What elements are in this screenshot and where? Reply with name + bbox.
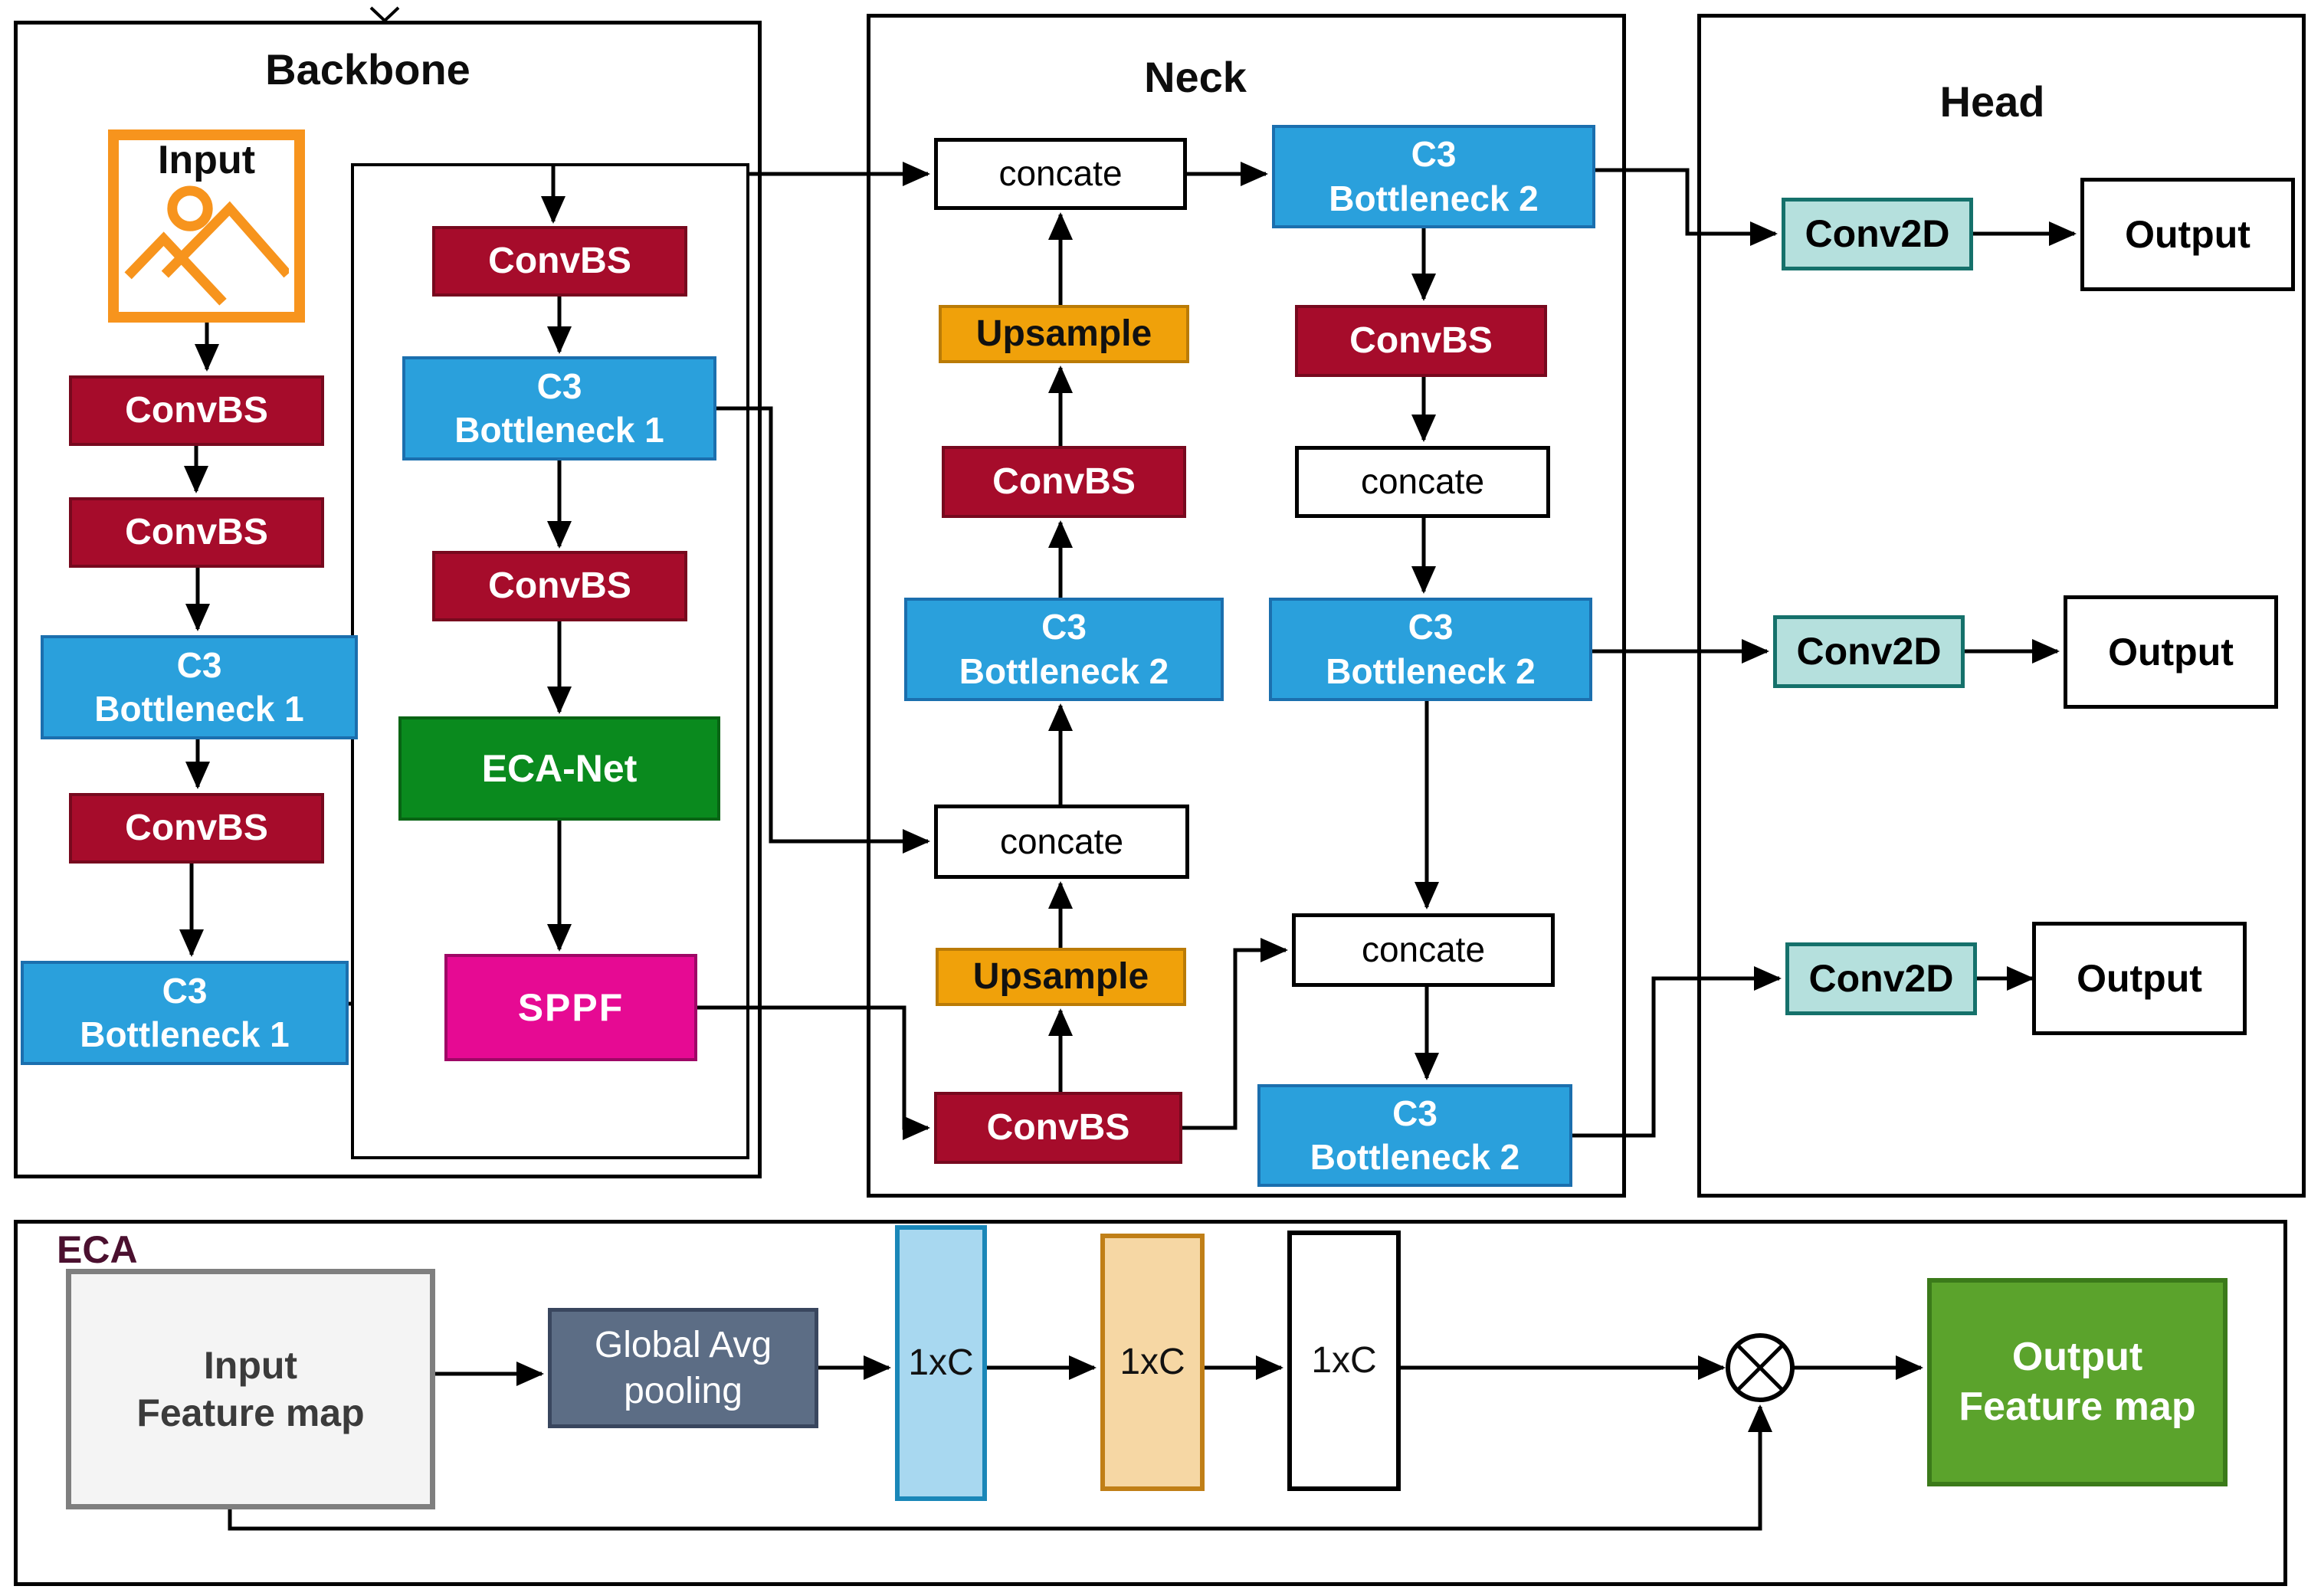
neck-convbs-left: ConvBS xyxy=(942,446,1186,518)
eca-input-feature-map: Input Feature map xyxy=(66,1269,435,1509)
neck-concat-mid: concate xyxy=(934,805,1189,879)
head-output-1: Output xyxy=(2080,178,2295,291)
eca-vector-3: 1xC xyxy=(1287,1231,1401,1491)
neck-concat-right: concate xyxy=(1295,446,1550,518)
head-panel xyxy=(1697,14,2306,1198)
eca-output-feature-map: Output Feature map xyxy=(1927,1278,2228,1486)
backbone-c3-bottleneck1-b: C3 Bottleneck 1 xyxy=(21,961,349,1065)
neck-title: Neck xyxy=(1144,53,1247,101)
neck-c3-right-top: C3 Bottleneck 2 xyxy=(1272,125,1595,228)
head-conv2d-1: Conv2D xyxy=(1782,198,1973,270)
neck-upsample-bottom: Upsample xyxy=(936,948,1186,1006)
backbone-sppf: SPPF xyxy=(444,954,697,1061)
backbone-convbs-1: ConvBS xyxy=(69,375,324,446)
eca-vector-2: 1xC xyxy=(1100,1234,1205,1491)
neck-convbs-bottom: ConvBS xyxy=(934,1092,1182,1164)
neck-convbs-right: ConvBS xyxy=(1295,305,1547,377)
eca-vector-1: 1xC xyxy=(895,1225,987,1501)
input-image-box: Input xyxy=(108,129,305,323)
backbone-convbs-4: ConvBS xyxy=(432,226,687,297)
backbone-convbs-2: ConvBS xyxy=(69,497,324,568)
head-title: Head xyxy=(1939,77,2045,126)
backbone-title: Backbone xyxy=(265,45,470,93)
backbone-c3-bottleneck1-c: C3 Bottleneck 1 xyxy=(402,356,716,460)
neck-concat-top: concate xyxy=(934,138,1187,210)
neck-concat-right-bottom: concate xyxy=(1292,913,1555,987)
head-output-2: Output xyxy=(2064,595,2278,709)
neck-c3-left: C3 Bottleneck 2 xyxy=(904,598,1224,701)
backbone-c3-bottleneck1-a: C3 Bottleneck 1 xyxy=(41,635,358,739)
head-conv2d-2: Conv2D xyxy=(1773,615,1965,688)
eca-label: ECA xyxy=(57,1228,138,1271)
backbone-convbs-3: ConvBS xyxy=(69,793,324,864)
input-label: Input xyxy=(157,138,256,182)
neck-c3-right-mid: C3 Bottleneck 2 xyxy=(1269,598,1592,701)
head-conv2d-3: Conv2D xyxy=(1785,942,1977,1015)
eca-global-avg-pooling: Global Avg pooling xyxy=(548,1308,818,1428)
artifact-chevron-icon xyxy=(369,6,400,23)
image-icon xyxy=(124,185,289,306)
backbone-ecanet: ECA-Net xyxy=(398,716,720,821)
backbone-convbs-5: ConvBS xyxy=(432,551,687,621)
neck-c3-right-bottom: C3 Bottleneck 2 xyxy=(1257,1084,1572,1187)
eca-panel xyxy=(14,1220,2287,1586)
head-output-3: Output xyxy=(2032,922,2247,1035)
neck-upsample-top: Upsample xyxy=(939,305,1189,363)
